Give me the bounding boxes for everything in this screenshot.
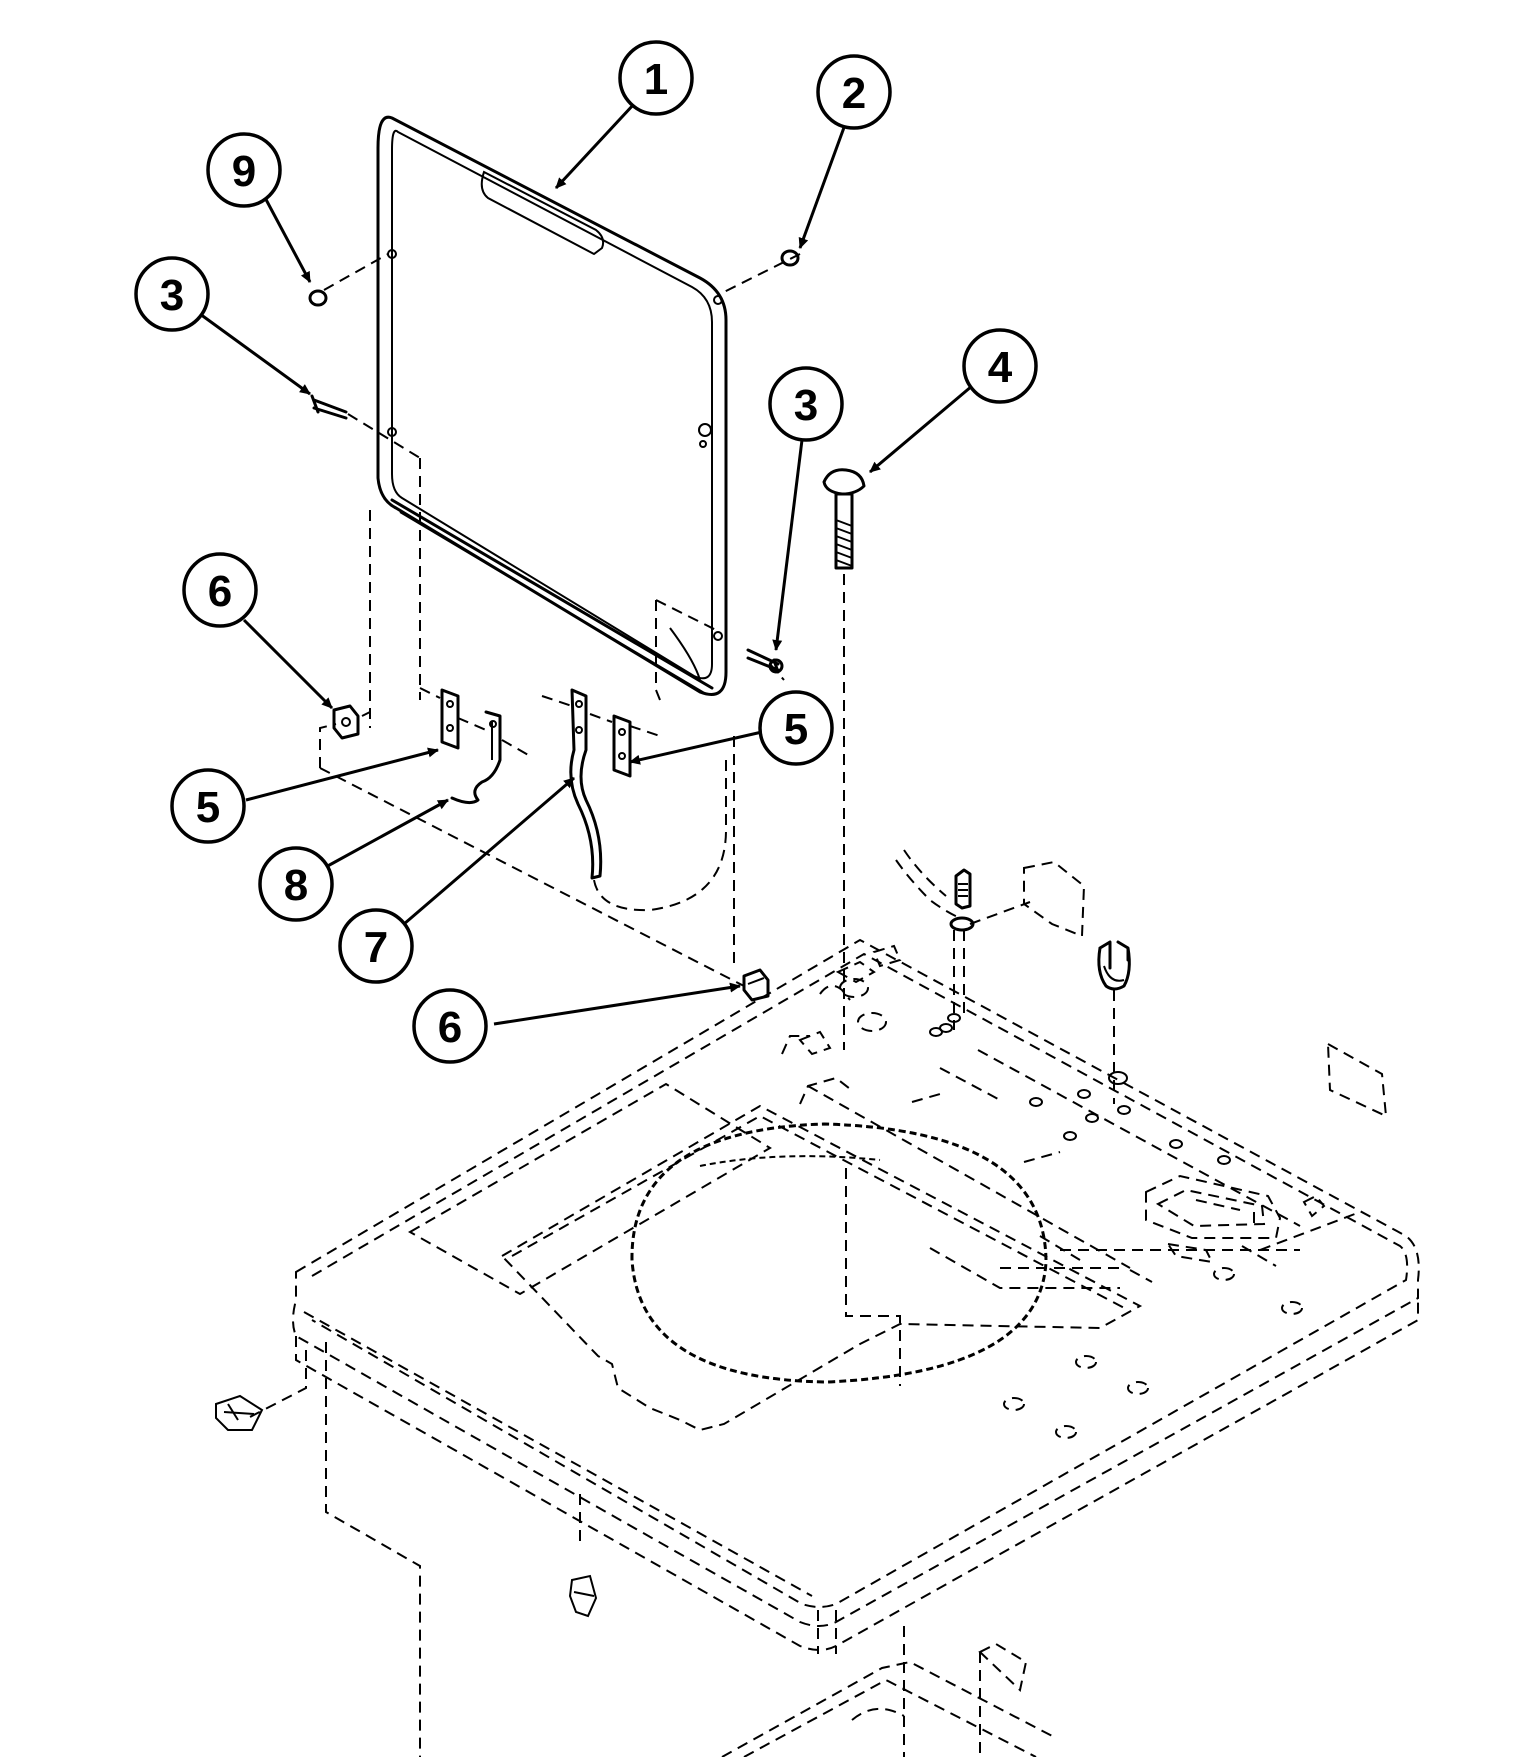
lid-switch-assembly: [895, 849, 1388, 1118]
hinge-plate-right: [612, 714, 632, 778]
hinge-plate-left: [440, 688, 460, 750]
callout-2-label: 2: [842, 69, 866, 118]
hinge-spring-7: [569, 688, 603, 880]
callout-9-label: 9: [232, 147, 256, 196]
callout-leaders: [199, 102, 973, 1026]
nut-6-left: [332, 704, 360, 740]
callout-2: 2: [816, 54, 892, 130]
lid-frame: [376, 115, 728, 696]
callout-7: 7: [338, 908, 414, 984]
callout-4: 4: [962, 328, 1038, 404]
cabinet-top-holes: [839, 978, 1303, 1439]
callout-1-label: 1: [644, 55, 668, 104]
carriage-bolt-4: [822, 468, 866, 570]
callout-6-top-label: 6: [208, 567, 232, 616]
callout-6-bottom: 6: [412, 988, 488, 1064]
callout-6-top: 6: [182, 552, 258, 628]
callout-3-left-label: 3: [160, 271, 184, 320]
plug-button-9: [308, 289, 328, 307]
callout-9: 9: [206, 132, 282, 208]
callout-3-right: 3: [768, 366, 844, 442]
cabinet-body: [247, 1342, 1057, 1757]
callout-5-right: 5: [758, 690, 834, 766]
clip-left: [215, 1394, 264, 1431]
callout-8: 8: [258, 846, 334, 922]
callout-8-label: 8: [284, 861, 308, 910]
hinge-spring-8: [450, 710, 502, 805]
callout-5-left: 5: [170, 768, 246, 844]
plug-button-2: [780, 249, 800, 267]
screw-left: [310, 394, 348, 420]
assembly-guide-lines: [319, 253, 845, 1050]
callout-7-label: 7: [364, 923, 388, 972]
callout-3-left: 3: [134, 256, 210, 332]
callout-4-label: 4: [988, 343, 1013, 392]
cabinet-top: [292, 938, 1420, 1654]
callout-3-right-label: 3: [794, 381, 818, 430]
callout-5-right-label: 5: [784, 705, 808, 754]
nut-6-right: [742, 968, 770, 1002]
callout-6-bottom-label: 6: [438, 1003, 462, 1052]
callout-1: 1: [618, 40, 694, 116]
screw-right: [746, 648, 784, 674]
callout-5-left-label: 5: [196, 783, 220, 832]
clip-bottom: [568, 1574, 598, 1618]
